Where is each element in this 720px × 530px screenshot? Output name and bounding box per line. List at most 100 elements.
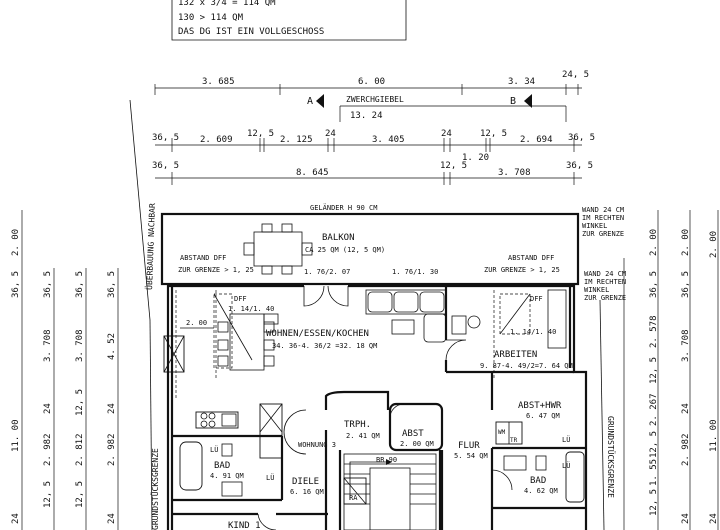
shower-right [565,451,585,503]
tr-label: TR [510,437,518,444]
stair-core: RA BR 90 TRPH. 2. 41 QM [324,390,442,530]
abst-room: ABST 2. 00 QM [388,402,444,452]
header-line-2: 130 > 114 QM [178,13,244,23]
right-dim-a3: 12, 5 [649,357,659,384]
left-dim-a2: 11. 00 [11,419,21,452]
trph-name: TRPH. [344,420,371,430]
arbeiten-area: 9. 87-4. 49/2=7. 64 QM [480,362,573,370]
stove-sink [195,411,239,429]
lu-label-3: LÜ [562,435,570,444]
left-dimension-columns: 2. 00 36, 5 11. 00 24 36, 5 3. 708 24 2.… [11,210,119,530]
left-dim-b0: 36, 5 [43,271,53,298]
bad-right-name: BAD [530,476,546,486]
right-dimension-columns: 36, 5 2. 00 2. 578 12, 5 2. 267 12, 5 1.… [623,210,719,530]
office-chair [467,315,481,329]
left-dim-b1: 3. 708 [43,329,53,362]
dim-365-d: 36, 5 [566,161,593,171]
wall-note-1-l1: WAND 24 CM [582,206,624,214]
flur-name: FLUR [458,441,480,451]
distance-left-1: ABSTAND DFF [180,254,226,262]
railing-note: GELÄNDER H 90 CM [310,203,377,212]
right-dim-b2: 3. 708 [681,329,691,362]
left-dim-b2: 24 [43,403,53,414]
dff-left-label: DFF [234,295,247,303]
ra-box [343,477,367,505]
dff-left-frame [213,293,233,369]
lu-label-1: LÜ [210,445,218,454]
lu-label-4: LÜ [562,461,570,470]
trph-area: 2. 41 QM [346,432,380,440]
left-dim-c0: 36, 5 [75,271,85,298]
kind-name: KIND 1 [228,521,261,530]
wm-label: WM [498,429,506,436]
dim-3405: 3. 405 [372,135,405,145]
abst-hwr-room: ABST+HWR 6. 47 QM WM TR LÜ [492,401,586,450]
top-dimension-row-3: 36, 5 8. 645 12, 5 3. 708 36, 5 [152,161,593,185]
dim-3708: 3. 708 [498,168,531,178]
balcony-area: GELÄNDER H 90 CM BALKON CA 25 QM (12, 5 … [160,203,580,286]
gable-label: ZWERCHGIEBEL [346,95,404,104]
wall-note-1-l2: IM RECHTEN [582,214,624,222]
fridge-column [259,403,283,459]
dim-125-b: 12, 5 [480,129,507,139]
window-right-dim: 1. 76/1. 30 [392,268,438,276]
dining-table [229,313,265,371]
wall-note-2-l2: IM RECHTEN [584,278,626,286]
arbeiten-room: DFF 1. 14/1. 40 ARBEITEN 9. 87-4. 49/2=7… [446,289,574,380]
left-dim-c3: 2. 812 [75,433,85,466]
right-dim-b0: 2. 00 [681,229,691,256]
bad-left-name: BAD [214,461,230,471]
diele-area: 6. 16 QM [290,488,324,496]
window-left-dim: 1. 76/2. 07 [304,268,350,276]
dff-right-label: DFF [530,295,543,303]
wall-note-1-l3: WINKEL [582,222,607,230]
desk-chair [451,315,467,335]
living-room: DFF 1. 14/1. 40 2. 00 WOHNEN/ESSEN/KOCHE… [163,285,467,400]
section-a-arrow-icon [316,94,324,108]
dim-365-c: 36, 5 [152,161,179,171]
section-a-label: A [307,96,313,107]
dff-left-size: 1. 14/1. 40 [228,305,274,313]
bad-right-area: 4. 62 QM [524,487,558,495]
dim-120: 1. 20 [462,153,489,163]
left-dim-c2: 12, 5 [75,389,85,416]
distance-right-1: ABSTAND DFF [508,254,554,262]
kitchen-counter [163,335,185,373]
right-dim-a2: 2. 578 [649,315,659,348]
balkon-name: BALKON [322,233,355,243]
top-dimension-row-1: 3. 685 6. 00 3. 34 24, 5 A B ZWERCHGIEBE… [154,70,589,122]
toilet-left [221,443,233,457]
header-line-3: DAS DG IST EIN VOLLGESCHOSS [178,27,324,37]
dim-365-a: 36, 5 [152,133,179,143]
diele-area: DIELE 6. 16 QM WOHNUNG 3 KIND 1 [172,409,336,530]
right-dim-a1: 36, 5 [649,271,659,298]
dim-600: 6. 00 [358,77,385,87]
right-dim-b3: 24 [681,403,691,414]
left-dim-b3: 2. 982 [43,433,53,466]
wall-note-2-l4: ZUR GRENZE [584,294,626,302]
abst-hwr-area: 6. 47 QM [526,412,560,420]
abst-hwr-name: ABST+HWR [518,401,562,411]
wohnen-name: WOHNEN/ESSEN/KOCHEN [266,329,369,339]
left-dim-d2: 24 [107,403,117,414]
sink-right [503,455,527,471]
dim-24-a: 24 [325,129,336,139]
dff-left-offset: 2. 00 [186,319,207,327]
left-neighbor-label: ÜBERBAUUNG NACHBAR [144,203,157,290]
diele-name: DIELE [292,477,319,487]
left-dim-a3: 24 [11,513,21,524]
left-dim-b4: 12, 5 [43,481,53,508]
dim-2125: 2. 125 [280,135,313,145]
right-dim-a7: 12, 5 [649,489,659,516]
left-dim-d0: 36, 5 [107,271,117,298]
header-note-box: 132 x 3/4 = 114 QM 130 > 114 QM DAS DG I… [171,0,407,41]
shelf [547,289,567,349]
left-dim-d4: 24 [107,513,117,524]
sofa [365,289,447,315]
wall-note-1-l4: ZUR GRENZE [582,230,624,238]
section-b-label: B [510,96,516,107]
balcony-table [253,231,303,267]
dim-3685: 3. 685 [202,77,235,87]
wall-notes: WAND 24 CM IM RECHTEN WINKEL ZUR GRENZE … [582,206,626,302]
top-dimension-row-2: 36, 5 2. 609 12, 5 2. 125 24 3. 405 24 1… [152,129,595,163]
